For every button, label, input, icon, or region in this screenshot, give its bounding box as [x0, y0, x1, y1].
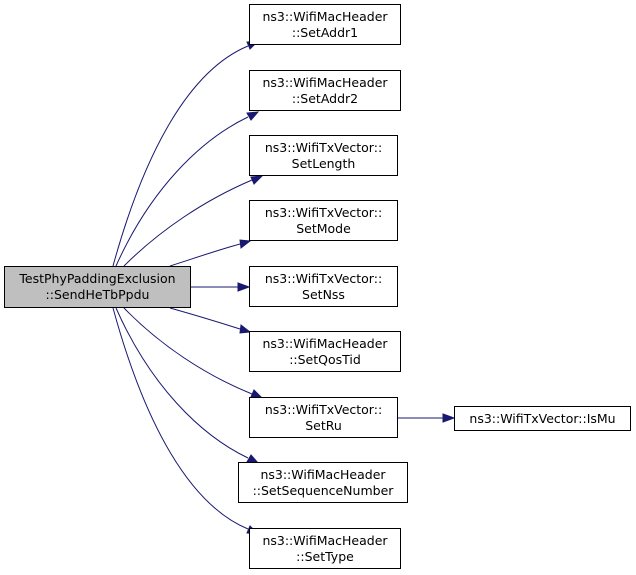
node-settype-line2: ::SetType — [296, 549, 354, 564]
node-setaddr2-line1: ns3::WifiMacHeader — [262, 75, 388, 90]
node-settype-line1: ns3::WifiMacHeader — [262, 533, 388, 548]
node-setmode-line1: ns3::WifiTxVector:: — [265, 205, 382, 220]
edge-to-setqostid — [169, 307, 241, 330]
node-setru[interactable]: ns3::WifiTxVector:: SetRu — [249, 397, 398, 438]
node-setlength[interactable]: ns3::WifiTxVector:: SetLength — [249, 135, 398, 176]
node-setaddr2-line2: ::SetAddr2 — [292, 91, 358, 106]
node-setaddr2[interactable]: ns3::WifiMacHeader ::SetAddr2 — [249, 70, 401, 111]
edge-to-setmode — [169, 243, 241, 267]
node-root-box — [4, 266, 191, 308]
edge-arrow-setsequencenumber — [246, 454, 260, 464]
edge-arrow-setru — [250, 389, 264, 399]
edge-to-setlength — [123, 179, 253, 267]
node-setnss-box — [249, 266, 398, 307]
node-setaddr1[interactable]: ns3::WifiMacHeader ::SetAddr1 — [249, 4, 401, 45]
node-setqostid-line1: ns3::WifiMacHeader — [262, 336, 388, 351]
node-setmode-box — [249, 200, 398, 241]
node-root-line1: TestPhyPaddingExclusion — [18, 271, 175, 286]
edge-arrow-setaddr2 — [246, 111, 260, 121]
node-setqostid-box — [249, 331, 401, 372]
node-setru-line1: ns3::WifiTxVector:: — [265, 402, 382, 417]
edge-to-setaddr1 — [112, 45, 249, 267]
node-setmode-line2: SetMode — [296, 221, 351, 236]
node-setru-line2: SetRu — [305, 418, 342, 433]
node-setru-box — [249, 397, 398, 438]
node-setaddr1-line2: ::SetAddr1 — [292, 25, 358, 40]
node-ismu[interactable]: ns3::WifiTxVector::IsMu — [454, 406, 631, 431]
edge-to-settype — [112, 307, 249, 530]
edge-arrow-setlength — [250, 175, 264, 185]
node-setsequencenumber[interactable]: ns3::WifiMacHeader ::SetSequenceNumber — [238, 462, 408, 503]
node-setlength-line2: SetLength — [292, 156, 356, 171]
node-setnss-line2: SetNss — [302, 287, 345, 302]
node-setsequencenumber-line2: ::SetSequenceNumber — [253, 483, 395, 498]
node-setmode[interactable]: ns3::WifiTxVector:: SetMode — [249, 200, 398, 241]
edge-to-setru — [123, 307, 253, 395]
node-setaddr1-box — [249, 4, 401, 45]
node-setsequencenumber-line1: ns3::WifiMacHeader — [260, 467, 386, 482]
node-setnss[interactable]: ns3::WifiTxVector:: SetNss — [249, 266, 398, 307]
node-ismu-box — [454, 406, 631, 431]
node-settype[interactable]: ns3::WifiMacHeader ::SetType — [249, 528, 401, 569]
node-ismu-label: ns3::WifiTxVector::IsMu — [469, 411, 615, 426]
node-setsequencenumber-box — [238, 462, 408, 503]
node-root-line2: ::SendHeTbPpdu — [46, 287, 150, 302]
node-setaddr1-line1: ns3::WifiMacHeader — [262, 9, 388, 24]
node-root[interactable]: TestPhyPaddingExclusion ::SendHeTbPpdu — [4, 266, 191, 308]
edge-arrow-setqostid — [239, 324, 252, 334]
edge-to-setaddr2 — [115, 116, 249, 267]
edge-arrow-setnss — [237, 282, 251, 292]
node-setlength-line1: ns3::WifiTxVector:: — [265, 140, 382, 155]
edge-to-setsequencenumber — [115, 307, 249, 459]
node-setaddr2-box — [249, 70, 401, 111]
edge-arrow-setmode — [239, 239, 252, 249]
node-setnss-line1: ns3::WifiTxVector:: — [265, 271, 382, 286]
node-setlength-box — [249, 135, 398, 176]
node-settype-box — [249, 528, 401, 569]
edges — [112, 40, 456, 535]
edge-arrow-ismu — [442, 413, 456, 423]
node-setqostid[interactable]: ns3::WifiMacHeader ::SetQosTid — [249, 331, 401, 372]
node-setqostid-line2: ::SetQosTid — [289, 352, 361, 367]
